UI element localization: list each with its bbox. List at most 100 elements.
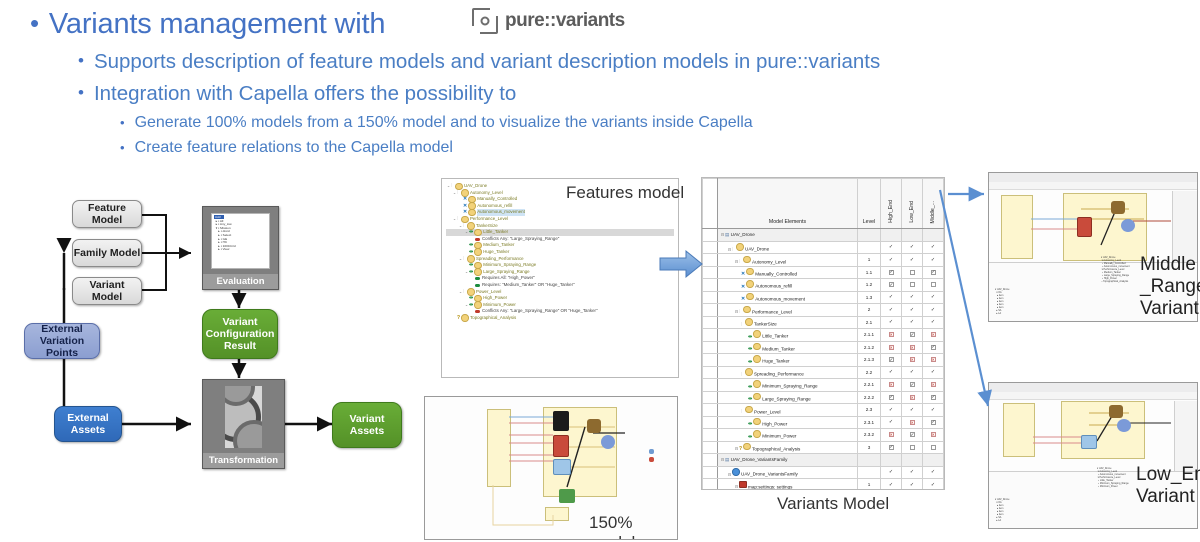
cell-variant-1[interactable] [901,328,923,342]
twisty-icon[interactable]: ⊟ [727,471,732,477]
cell-variant-0[interactable] [880,340,902,354]
cell-variant-0[interactable] [880,390,902,404]
twisty-icon[interactable]: ⊟ [720,456,725,462]
capella-toolbar-secondary[interactable] [989,182,1197,190]
twisty-icon[interactable]: ⌄ [452,215,457,221]
capella-project-tree[interactable]: ▾ UAV_Drone ▾ OA ▸ item ▸ item ▸ item ▸ … [995,498,1010,522]
cell-variant-2[interactable]: ✓ [922,478,944,489]
cell-variant-1[interactable] [901,390,923,404]
checkbox-excluded[interactable] [930,382,936,388]
cell-variant-2[interactable]: ✓ [922,253,944,267]
cell-variant-1[interactable]: ✓ [901,478,923,489]
cell-model-element[interactable]: ⇹Medium_Tanker [717,340,858,354]
cell-variant-2[interactable]: ✓ [922,290,944,304]
cell-variant-2[interactable] [922,378,944,392]
cell-model-element[interactable]: ⊟?Topographical_Analysis [717,440,858,454]
cell-variant-0[interactable] [880,428,902,442]
cell-model-element[interactable]: ⁞Power_Level [717,403,858,417]
feature-tree-row[interactable]: ?Topographical_Analysis [446,314,674,322]
twisty-icon[interactable]: ⊟ [734,484,739,489]
cell-variant-2[interactable] [922,440,944,454]
cell-variant-0[interactable]: ✓ [880,290,902,304]
twisty-icon[interactable]: ⊟ [734,446,739,451]
cell-variant-0[interactable]: ✓ [880,303,902,317]
feature-tree-row[interactable]: ✕Autonomous_movement [446,208,674,217]
cell-model-element[interactable]: ⊟▤ UAV_Drone_VariantsFamily [717,453,858,467]
col-low-end[interactable]: Low_End [901,178,923,229]
checkbox-checked[interactable] [909,382,915,388]
cell-variant-1[interactable]: ✓ [901,403,923,417]
cell-model-element[interactable]: ⁞TankerSize [717,315,858,329]
capella-middle-range-panel[interactable]: ▾ UAV_Drone ▾ OA ▸ item ▸ item ▸ item ▸ … [988,172,1198,322]
cell-model-element[interactable]: ⊟UAV_Drone_VariantsFamily [717,465,858,479]
feature-tree-row[interactable]: ⌄⁞TankerSize [446,222,674,230]
checkbox-checked[interactable] [909,432,915,438]
cell-variant-2[interactable]: ✓ [922,365,944,379]
cell-variant-0[interactable]: ✓ [880,253,902,267]
cell-model-element[interactable]: ✕Autonomous_movement [717,290,858,304]
cell-variant-0[interactable]: ✓ [880,478,902,489]
cell-variant-2[interactable] [922,328,944,342]
checkbox-checked[interactable] [888,282,894,288]
checkbox-excluded[interactable] [930,432,936,438]
feature-tree-row[interactable]: Requires: "Medium_Tanker" OR "Huge_Tanke… [446,282,674,289]
feature-tree-row[interactable]: ⇹Huge_Tanker [446,248,674,256]
table-row[interactable]: ⊟UAV_Drone_VariantsFamily✓✓✓ [702,465,944,479]
cell-variant-1[interactable]: ✓ [901,365,923,379]
cell-variant-2[interactable] [922,428,944,442]
capella-feature-tree[interactable]: ▾ UAV_Drone ▾ Autonomy_Level ▪ Manually_… [1101,256,1130,283]
checkbox-checked[interactable] [930,269,936,275]
capella-project-tree[interactable]: ▾ UAV_Drone ▾ OA ▸ item ▸ item ▸ item ▸ … [995,288,1010,315]
checkbox-checked[interactable] [888,269,894,275]
checkbox-excluded[interactable] [888,382,894,388]
feature-tree-row[interactable]: ⌄⁞Autonomy_Level [446,189,674,197]
checkbox-checked[interactable] [930,344,936,350]
cell-model-element[interactable]: ⇹High_Power [717,415,858,429]
checkbox-checked[interactable] [909,332,915,338]
checkbox-checked[interactable] [930,394,936,400]
cell-variant-0[interactable]: ✓ [880,365,902,379]
twisty-icon[interactable]: ⌄ [452,189,457,195]
features-tree[interactable]: ⌄⁞UAV_Drone⌄⁞Autonomy_Level✕Manually_Con… [446,182,674,322]
twisty-icon[interactable]: ⊟ [734,259,739,264]
cell-variant-1[interactable]: ✓ [901,303,923,317]
col-level[interactable]: Level [857,178,881,229]
capella-property-palette[interactable] [1174,401,1197,476]
cell-variant-0[interactable]: ✓ [880,415,902,429]
cell-model-element[interactable]: ⊟⁞Autonomy_Level [717,253,858,267]
cell-variant-0[interactable] [880,228,902,242]
col-model-elements[interactable]: Model Elements [717,178,858,229]
checkbox-excluded[interactable] [888,344,894,350]
twisty-icon[interactable]: ⊟ [727,246,732,252]
checkbox-unchecked[interactable] [930,282,936,288]
cell-variant-0[interactable] [880,378,902,392]
cell-model-element[interactable]: ⇹Large_Spraying_Range [717,390,858,404]
col-high-end[interactable]: High_End [880,178,902,229]
checkbox-excluded[interactable] [909,344,915,350]
checkbox-excluded[interactable] [909,419,915,425]
checkbox-checked[interactable] [930,419,936,425]
checkbox-unchecked[interactable] [909,269,915,275]
variants-table[interactable]: Model Elements Level High_End Low_End Mi… [702,178,944,489]
cell-model-element[interactable]: ⇹Minimum_Power [717,428,858,442]
cell-model-element[interactable]: ✕Manually_Controlled [717,265,858,279]
twisty-icon[interactable]: ⌄ [464,268,469,274]
cell-variant-1[interactable]: ✓ [901,253,923,267]
cell-model-element[interactable]: ⊟▤ UAV_Drone [717,228,858,242]
cell-model-element[interactable]: ⇹Little_Tanker [717,328,858,342]
cell-variant-2[interactable]: ✓ [922,403,944,417]
features-model-panel[interactable]: ⌄⁞UAV_Drone⌄⁞Autonomy_Level✕Manually_Con… [441,178,679,378]
cell-variant-2[interactable] [922,353,944,367]
cell-variant-1[interactable]: ✓ [901,315,923,329]
capella-bottom-views[interactable] [989,262,1197,321]
